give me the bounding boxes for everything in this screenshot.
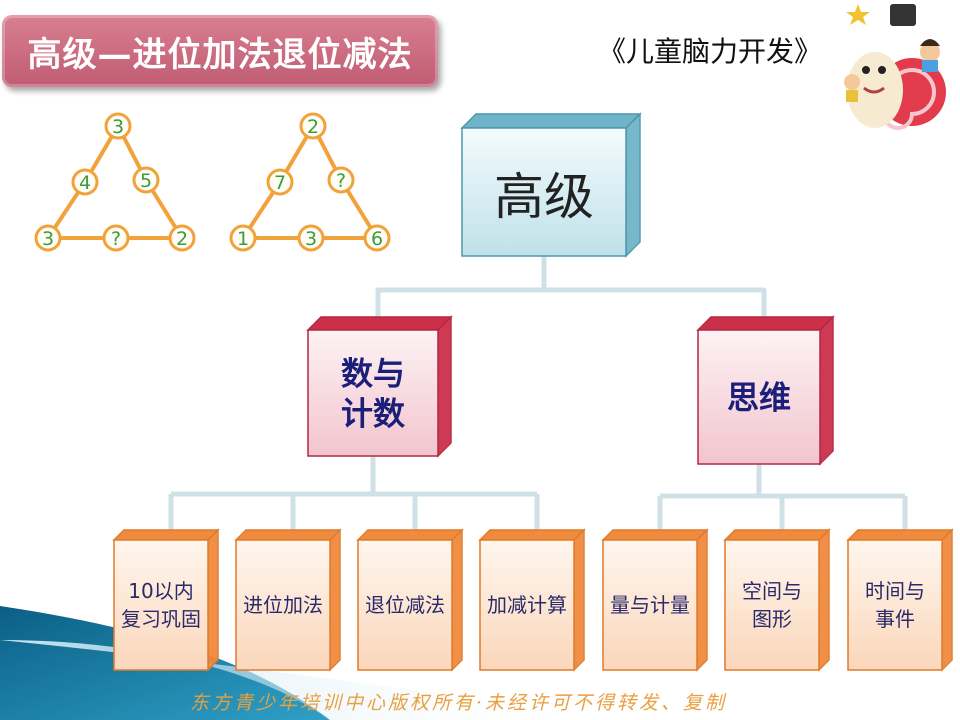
puzzle-node xyxy=(102,224,130,252)
puzzle-node xyxy=(229,224,257,252)
triangle-puzzles: 3 4 5 3? 2 2 7? 1 3 6 xyxy=(0,108,400,268)
puzzle-node xyxy=(168,224,196,252)
cartoon-snail-illustration xyxy=(844,4,946,130)
puzzle-node xyxy=(299,112,327,140)
triangle-puzzle: 3 4 5 3? 2 xyxy=(34,112,196,252)
copyright-stamp: 东方青少年培训中心版权所有·未经许可不得转发、复制 xyxy=(190,692,728,714)
puzzle-number: 2 xyxy=(176,228,188,250)
page-title: 高级—进位加法退位减法 xyxy=(27,34,413,75)
puzzle-node xyxy=(132,166,160,194)
puzzle-number: 3 xyxy=(305,228,317,250)
puzzle-number: 3 xyxy=(42,228,54,250)
puzzle-node xyxy=(104,112,132,140)
triangle-puzzle: 2 7? 1 3 6 xyxy=(229,112,391,252)
puzzle-node xyxy=(297,224,325,252)
puzzle-number: 6 xyxy=(371,228,383,250)
puzzle-node xyxy=(363,224,391,252)
puzzle-number: 7 xyxy=(274,172,286,194)
puzzle-number: 1 xyxy=(237,228,249,250)
puzzle-number: 3 xyxy=(112,116,124,138)
puzzle-number: 4 xyxy=(79,172,91,194)
puzzle-node xyxy=(71,168,99,196)
puzzle-node xyxy=(327,166,355,194)
puzzle-node xyxy=(34,224,62,252)
star-icon xyxy=(846,4,870,25)
title-banner: 高级—进位加法退位减法 xyxy=(2,15,438,87)
snail-body xyxy=(847,52,903,128)
puzzle-node xyxy=(266,168,294,196)
puzzle-number: 2 xyxy=(307,116,319,138)
puzzle-number: 5 xyxy=(140,170,152,192)
puzzle-number: ? xyxy=(111,228,121,250)
puzzle-number: ? xyxy=(336,170,346,192)
book-subtitle: 《儿童脑力开发》 xyxy=(598,35,823,68)
